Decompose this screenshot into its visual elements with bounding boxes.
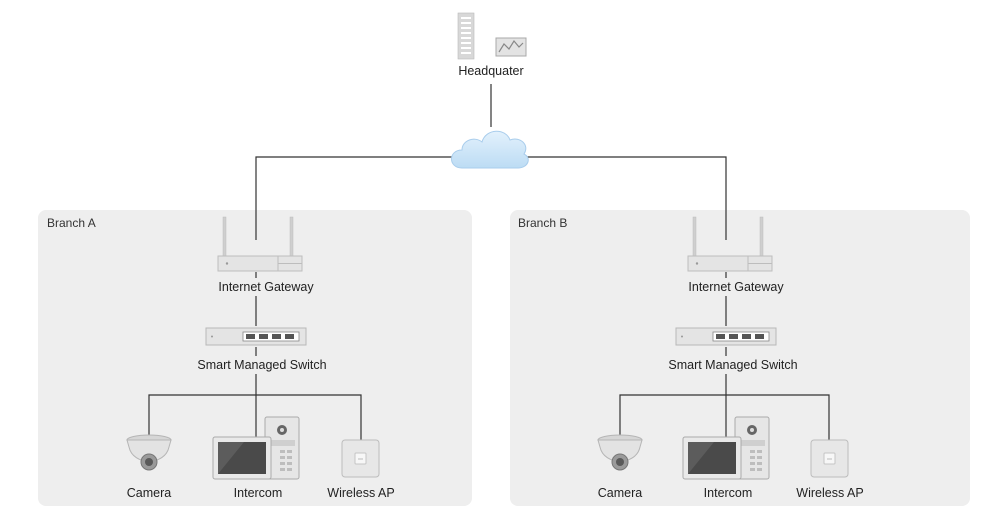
headquarters-chart-icon <box>495 37 527 57</box>
branch-b-panel <box>510 210 970 506</box>
branch-b-camera-label: Camera <box>598 486 643 500</box>
branch-a-intercom-label: Intercom <box>234 486 283 500</box>
branch-a-switch-label: Smart Managed Switch <box>197 358 326 372</box>
branch-b-wireless-ap-label: Wireless AP <box>796 486 863 500</box>
branch-b-switch-icon <box>675 327 777 346</box>
branch-b-wireless-ap-icon <box>810 439 849 478</box>
branch-b-title: Branch B <box>518 216 567 230</box>
branch-a-wireless-ap-label: Wireless AP <box>327 486 394 500</box>
branch-a-gateway-router-icon <box>217 216 303 272</box>
branch-b-gateway-label: Internet Gateway <box>688 280 784 294</box>
branch-b-gateway-router-icon <box>687 216 773 272</box>
branch-a-wireless-ap-icon <box>341 439 380 478</box>
branch-a-gateway-label: Internet Gateway <box>218 280 314 294</box>
branch-a-camera-label: Camera <box>127 486 172 500</box>
headquarters-building-icon <box>457 12 475 60</box>
headquarters-label: Headquater <box>458 64 523 78</box>
internet-cloud-icon <box>451 130 529 169</box>
branch-b-switch-label: Smart Managed Switch <box>668 358 797 372</box>
branch-b-camera-icon <box>597 434 643 471</box>
branch-a-intercom-icon <box>212 416 300 480</box>
branch-b-intercom-icon <box>682 416 770 480</box>
branch-b-intercom-label: Intercom <box>704 486 753 500</box>
branch-a-title: Branch A <box>47 216 96 230</box>
branch-a-camera-icon <box>126 434 172 471</box>
connection-lines <box>148 84 830 440</box>
branch-a-panel <box>38 210 472 506</box>
branch-a-switch-icon <box>205 327 307 346</box>
